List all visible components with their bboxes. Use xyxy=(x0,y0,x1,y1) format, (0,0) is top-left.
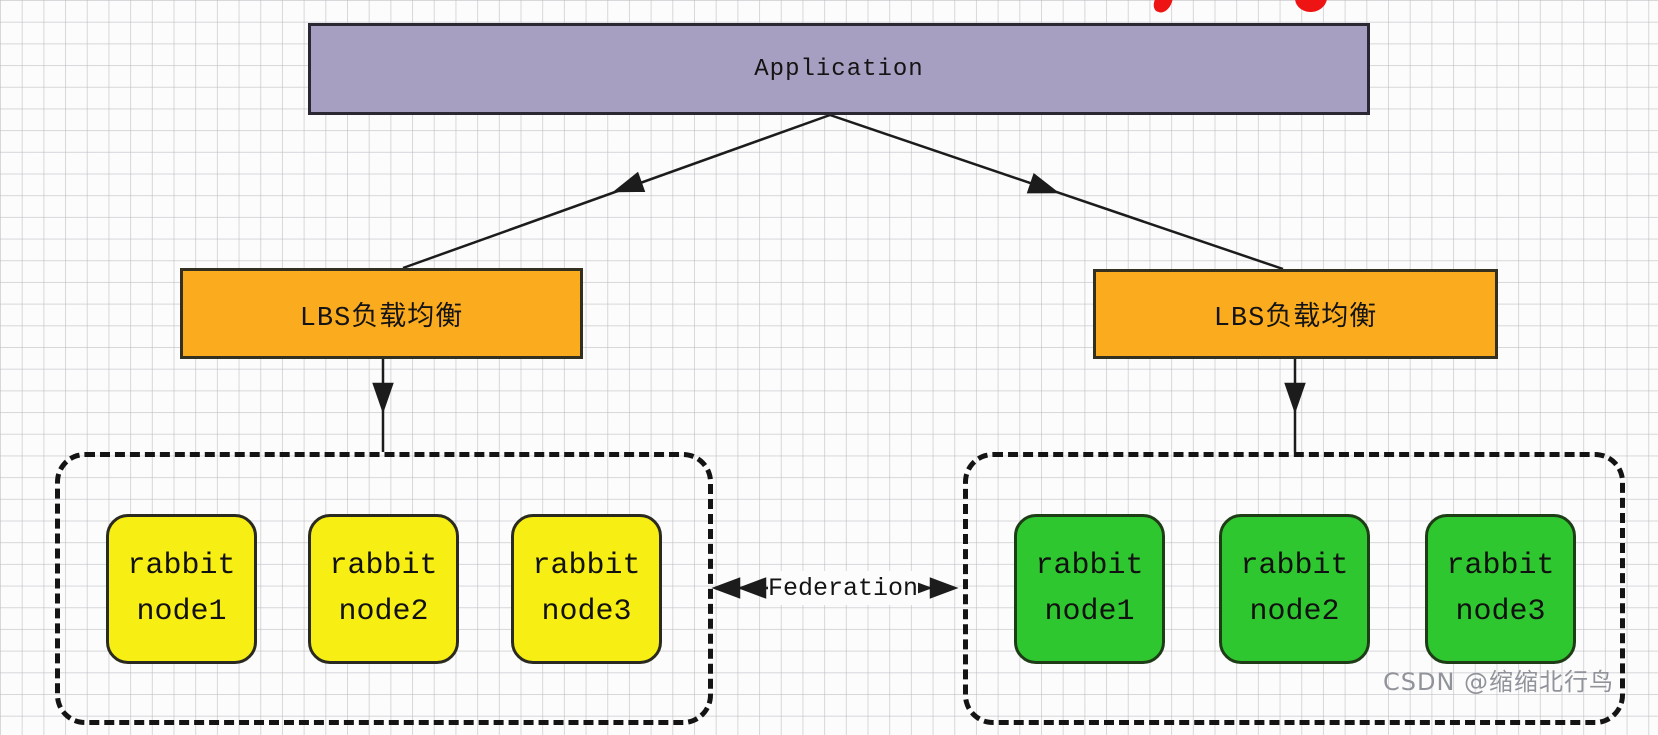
node-label-line1: rabbit xyxy=(127,548,236,583)
node-label-line1: rabbit xyxy=(1240,548,1349,583)
rabbit-node-right-2: rabbit node2 xyxy=(1219,514,1370,664)
lbs-load-balancer-right: LBS负载均衡 xyxy=(1093,269,1498,359)
node-label-line1: rabbit xyxy=(1035,548,1144,583)
arrowhead-federation-left-outer xyxy=(711,577,741,599)
node-label-line2: node1 xyxy=(1044,595,1135,629)
application-box: Application xyxy=(308,23,1370,115)
watermark: CSDN @缩缩北行鸟 xyxy=(1383,662,1614,697)
arrowhead-lbs-right-to-cluster xyxy=(1284,382,1306,414)
arrowhead-lbs-left-to-cluster xyxy=(372,382,394,414)
application-label: Application xyxy=(754,55,924,83)
lbs-right-label: LBS负载均衡 xyxy=(1213,304,1378,334)
rabbit-node-right-3: rabbit node3 xyxy=(1425,514,1576,664)
arrowhead-app-to-lbs-left xyxy=(612,171,646,193)
node-label-line2: node1 xyxy=(136,595,227,629)
rabbit-node-left-3: rabbit node3 xyxy=(511,514,662,664)
node-label-line2: node3 xyxy=(541,595,632,629)
cluster-boundary-right xyxy=(963,452,1625,725)
arrowhead-federation-right-outer xyxy=(929,577,959,599)
node-label-line2: node3 xyxy=(1455,595,1546,629)
node-label-line1: rabbit xyxy=(1446,548,1555,583)
node-label-line2: node2 xyxy=(1249,595,1340,629)
arrowhead-app-to-lbs-right xyxy=(1026,173,1060,194)
federation-label: Federation xyxy=(768,571,918,605)
node-label-line1: rabbit xyxy=(532,548,641,583)
watermark-text: CSDN @缩缩北行鸟 xyxy=(1383,668,1615,696)
lbs-left-label: LBS负载均衡 xyxy=(299,303,464,334)
federation-label-text: Federation xyxy=(767,573,919,603)
rabbit-node-right-1: rabbit node1 xyxy=(1014,514,1165,664)
cluster-boundary-left xyxy=(55,452,713,725)
rabbit-node-left-2: rabbit node2 xyxy=(308,514,459,664)
node-label-line1: rabbit xyxy=(329,548,438,583)
node-label-line2: node2 xyxy=(338,595,429,629)
rabbit-node-left-1: rabbit node1 xyxy=(106,514,257,664)
lbs-load-balancer-left: LBS负载均衡 xyxy=(180,268,583,359)
arrowhead-federation-left-inner xyxy=(737,577,767,599)
